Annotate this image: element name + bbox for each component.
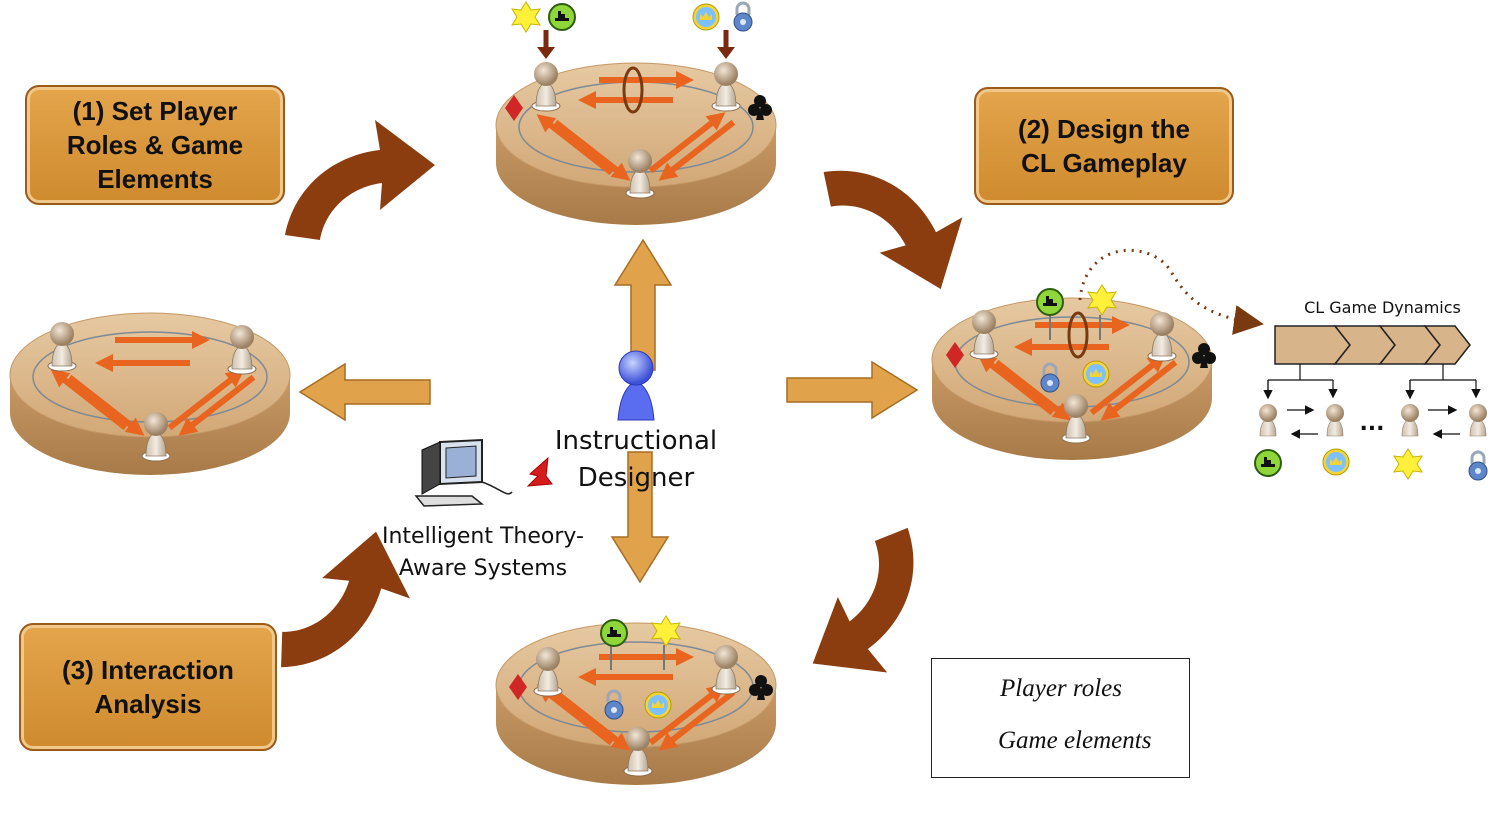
center-arrow-right	[786, 361, 918, 419]
designer-label: Instructional Designer	[554, 426, 718, 493]
red-pointer-arrow	[526, 456, 553, 487]
board-top	[495, 1, 777, 226]
cycle-arrow-top-to-2	[818, 132, 983, 315]
dynamics-link	[1078, 248, 1264, 335]
legend-box: Player roles Game elements	[931, 658, 1190, 778]
center-arrow-left	[299, 363, 431, 421]
dynamics-title: CL Game Dynamics	[1304, 298, 1461, 317]
board-left	[9, 312, 291, 476]
dynamics-tree	[1263, 364, 1476, 439]
step-1-box: (1) Set Player Roles & Game Elements	[25, 85, 285, 205]
systems-label: Intelligent Theory- Aware Systems	[382, 524, 584, 581]
center-arrow-up	[614, 239, 672, 371]
dynamics-chevrons	[1274, 325, 1471, 365]
dyn-lock	[1467, 450, 1489, 482]
step-2-box: (2) Design the CL Gameplay	[974, 87, 1234, 205]
cycle-arrow-1-to-top	[285, 120, 435, 240]
legend-player-roles: Player roles	[1000, 675, 1122, 702]
computer-icon	[414, 438, 513, 507]
step-3-box: (3) Interaction Analysis	[19, 623, 277, 751]
dyn-crown-badge	[1322, 448, 1350, 476]
designer-user-icon	[617, 350, 655, 421]
board-bottom	[495, 615, 777, 786]
board-right	[931, 284, 1216, 461]
legend-game-elements: Game elements	[998, 727, 1152, 754]
dyn-green-badge	[1254, 449, 1282, 477]
dynamics-ellipsis: ...	[1359, 411, 1385, 436]
dyn-star	[1393, 448, 1423, 480]
